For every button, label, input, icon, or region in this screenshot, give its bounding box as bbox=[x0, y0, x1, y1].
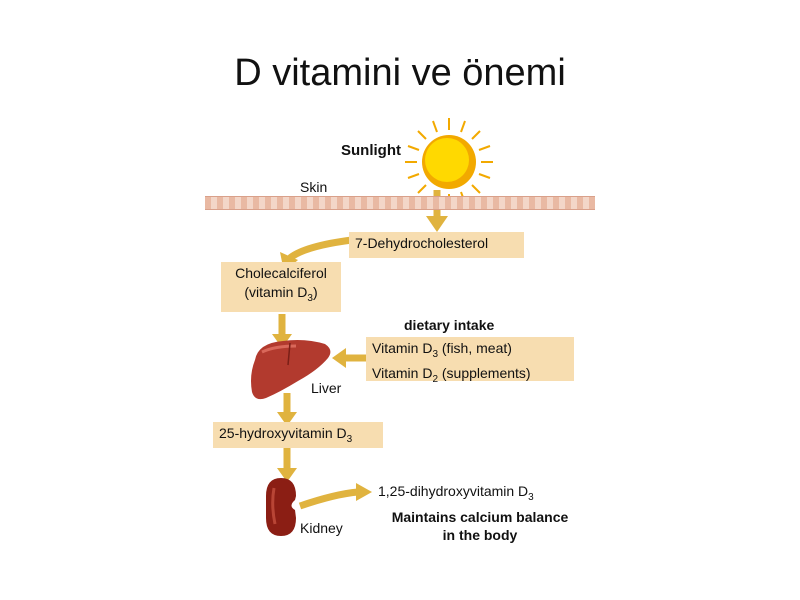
calcium-line2: in the body bbox=[442, 527, 518, 543]
diet1-sub: 3 bbox=[432, 348, 438, 360]
sun-icon bbox=[405, 118, 493, 206]
dehydrocholesterol-box: 7-Dehydrocholesterol bbox=[349, 232, 524, 258]
slide-title: D vitamini ve önemi bbox=[234, 52, 566, 94]
calcium-balance-note: Maintains calcium balance in the body bbox=[371, 508, 589, 544]
diet2-pre: Vitamin D bbox=[372, 364, 433, 381]
chole-sub: 3 bbox=[307, 292, 313, 304]
diet-line1: Vitamin D3 (fish, meat) bbox=[372, 339, 568, 364]
dihydroxyvitamin-label: 1,25-dihydroxyvitamin D3 bbox=[378, 483, 534, 503]
hydroxy-sub: 3 bbox=[346, 433, 353, 445]
dietary-intake-box: Vitamin D3 (fish, meat) Vitamin D2 (supp… bbox=[366, 337, 574, 385]
kidney-icon bbox=[266, 478, 296, 536]
diet1-post: (fish, meat) bbox=[438, 340, 512, 356]
dihydroxy-sub: 3 bbox=[528, 491, 534, 503]
dietary-intake-title: dietary intake bbox=[404, 317, 495, 333]
diet2-post: (supplements) bbox=[438, 364, 531, 381]
hydroxyvitamin-box: 25-hydroxyvitamin D3 bbox=[213, 422, 383, 448]
chole-vitamin-text: (vitamin D bbox=[244, 284, 308, 300]
hydroxy-text: 25-hydroxyvitamin D bbox=[219, 425, 347, 441]
skin-layer bbox=[205, 196, 595, 210]
calcium-line1: Maintains calcium balance bbox=[391, 509, 569, 525]
chole-end: ) bbox=[312, 284, 318, 300]
arrow-kidney-to-dihydroxy bbox=[298, 488, 359, 510]
diet1-pre: Vitamin D bbox=[372, 340, 433, 356]
diet-line2: Vitamin D2 (supplements) bbox=[372, 364, 568, 389]
kidney-label: Kidney bbox=[300, 520, 343, 536]
arrow-dehydro-to-chole bbox=[287, 236, 353, 261]
liver-label: Liver bbox=[311, 380, 342, 396]
dehydrocholesterol-text: 7-Dehydrocholesterol bbox=[355, 235, 489, 251]
cholecalciferol-line1: Cholecalciferol bbox=[235, 265, 327, 281]
cholecalciferol-box: Cholecalciferol (vitamin D3) bbox=[221, 262, 341, 312]
dihydroxy-text: 1,25-dihydroxyvitamin D bbox=[378, 483, 529, 499]
sunlight-label: Sunlight bbox=[341, 142, 401, 159]
skin-label: Skin bbox=[300, 179, 328, 195]
diet2-sub: 2 bbox=[432, 373, 438, 385]
liver-icon bbox=[251, 340, 331, 400]
cholecalciferol-line2: (vitamin D3) bbox=[227, 283, 335, 308]
